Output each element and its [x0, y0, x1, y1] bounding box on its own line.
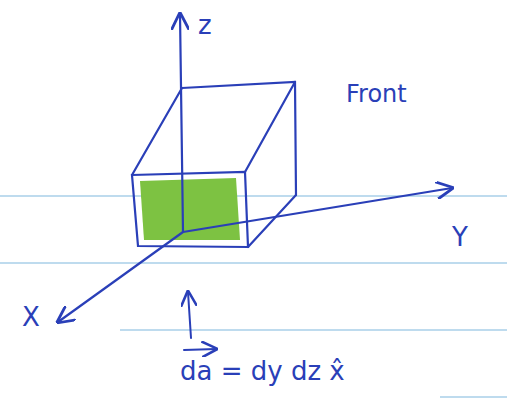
cube: [132, 82, 296, 247]
axes: [58, 14, 452, 322]
axis-label: z: [198, 10, 212, 41]
axis-label: Y: [452, 222, 468, 253]
pointer-arrows: [184, 292, 216, 350]
axis-label: X: [22, 302, 40, 333]
notebook-lines: [0, 196, 507, 397]
face-label: Front: [346, 80, 407, 109]
area-vector-formula: da = dy dz x̂: [180, 356, 345, 387]
